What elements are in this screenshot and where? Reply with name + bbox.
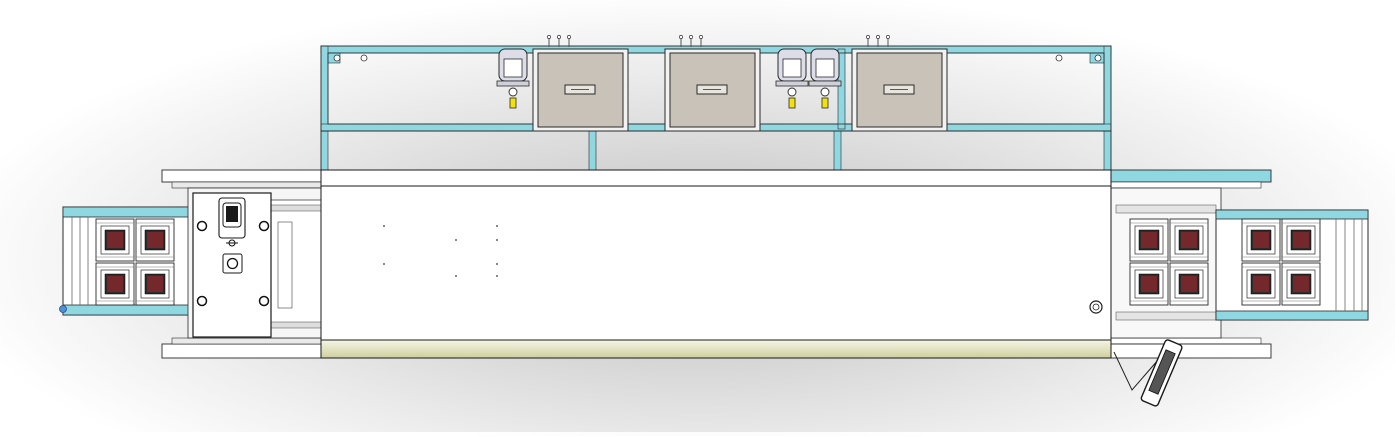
roller-cell <box>1241 218 1281 262</box>
roller-cell <box>1281 218 1321 262</box>
tank <box>532 35 629 132</box>
motor-pump <box>775 48 809 109</box>
roller-cell <box>1281 262 1321 306</box>
motor-pump <box>496 48 530 109</box>
control-panel <box>192 192 272 338</box>
foot-pedal <box>1113 339 1183 407</box>
tank-group <box>532 35 948 132</box>
right-roller-cells <box>1129 218 1321 306</box>
roller-cell <box>95 262 135 306</box>
roller-cell <box>1129 262 1169 306</box>
motor-pump <box>808 48 842 109</box>
roller-cell <box>1129 218 1169 262</box>
valve <box>509 97 517 109</box>
main-housing <box>320 169 1112 359</box>
sensor-dot <box>59 305 67 313</box>
valve <box>788 97 796 109</box>
roller-cell <box>1241 262 1281 306</box>
tank <box>851 35 948 132</box>
motor-group <box>496 48 842 109</box>
roller-cell <box>135 262 175 306</box>
valve <box>821 97 829 109</box>
roller-cell <box>135 218 175 262</box>
roller-cell <box>95 218 135 262</box>
left-roller-cells <box>95 218 175 306</box>
roller-cell <box>1169 262 1209 306</box>
roller-cell <box>1169 218 1209 262</box>
tank <box>664 35 761 132</box>
mounting-bolts <box>333 54 1102 62</box>
